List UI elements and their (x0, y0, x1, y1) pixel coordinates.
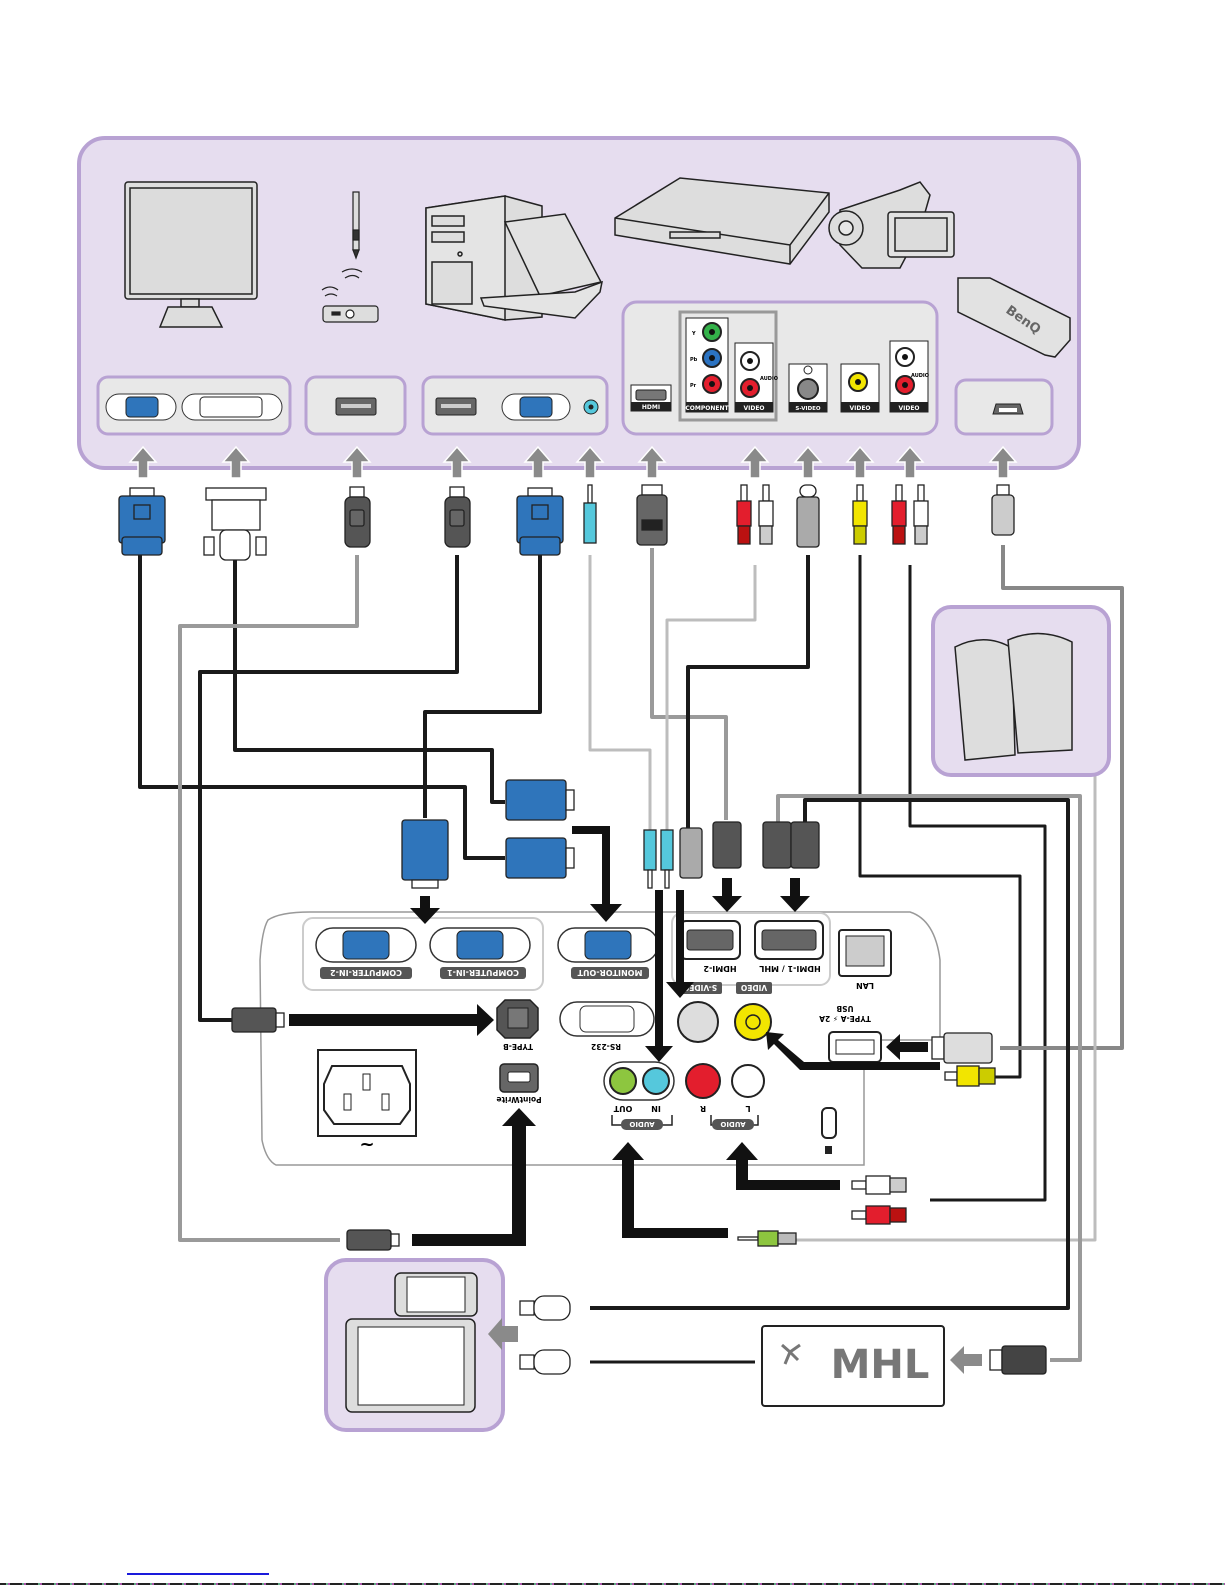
vga-connector-icon (402, 820, 448, 888)
tablet-icon (346, 1319, 475, 1412)
usb-b-plug-icon (232, 1008, 284, 1032)
svideo-connector-icon (797, 485, 819, 547)
hdmi-1-mhl-label: HDMI-1 / MHL (759, 964, 820, 973)
pointwrite-usb-port-box (306, 377, 405, 434)
video-label: VIDEO (849, 405, 870, 412)
hdmi-connector-icon (713, 822, 741, 868)
hdmi-label: HDMI (642, 404, 660, 411)
mini-usb-plug-icon (347, 1230, 399, 1250)
audio-l-label: L (745, 1104, 750, 1113)
vga-connector-icon (517, 488, 563, 555)
video-label: VIDEO (743, 405, 764, 412)
rca-plug-white-icon (852, 1176, 906, 1194)
hdmi-2-port[interactable] (680, 921, 740, 959)
speaker-icon (1008, 633, 1072, 753)
rca-plug-red-icon (852, 1206, 906, 1224)
audio-plug-icon (661, 830, 673, 888)
arrow-left-icon (950, 1346, 982, 1374)
usb-type-b-port[interactable] (497, 1000, 538, 1038)
usb-plug-icon (932, 1033, 992, 1063)
pb-label: Pb (690, 357, 698, 363)
lan-label: LAN (856, 981, 874, 990)
audio-plug-green-icon (738, 1231, 796, 1246)
video-label: VIDEO (741, 983, 767, 992)
lan-port[interactable] (839, 930, 891, 976)
s-video-port[interactable] (678, 1002, 718, 1042)
source-connectors (119, 485, 1014, 560)
power-inlet[interactable] (318, 1050, 416, 1136)
vga-connector-icon (119, 488, 165, 555)
hdmi-1-mhl-port[interactable] (755, 921, 823, 959)
audio-out-label: OUT (613, 1104, 632, 1113)
component-label: COMPONENT (685, 405, 729, 412)
usb-connector-icon (345, 487, 370, 547)
type-b-label: TYPE-B (503, 1042, 533, 1051)
rca-plug-yellow-icon (945, 1066, 995, 1086)
micro-usb-connector-icon (992, 485, 1014, 535)
mhl-adapter: MHL (762, 1326, 982, 1406)
hdmi-connector-icon (637, 485, 667, 545)
audio-label: AUDIO (911, 373, 929, 379)
audio-plug-icon (584, 485, 596, 543)
computer-port-box (423, 377, 607, 434)
computer-in-2-port[interactable] (316, 928, 416, 962)
monitor-out-port[interactable] (558, 928, 658, 962)
svideo-connector-icon (680, 828, 702, 878)
page-link[interactable] (127, 1573, 269, 1575)
usb-connector-icon (445, 487, 470, 547)
audio-group-label: AUDIO (629, 1120, 654, 1128)
usb-label: USB (836, 1004, 853, 1013)
rca-plug-yellow-icon (853, 485, 867, 544)
pointwrite-label: PointWrite (496, 1095, 541, 1104)
audio-l-port[interactable] (732, 1065, 764, 1097)
hdmi-plug-icon (990, 1346, 1046, 1374)
video-port[interactable] (735, 1004, 771, 1040)
computer-in-1-label: COMPUTER-IN-1 (447, 968, 519, 977)
rs232-label: RS-232 (591, 1042, 621, 1051)
av-port-box: HDMI COMPONENT Y Pb Pr VIDEO AUDIO S-VID… (623, 302, 937, 434)
svideo-label: S-VIDEO (795, 406, 820, 412)
rca-plug-red-icon (892, 485, 906, 544)
mhl-logo: MHL (831, 1342, 930, 1388)
speakers-panel (933, 607, 1109, 775)
smartphone-icon (395, 1273, 477, 1316)
hdmi-2-label: HDMI-2 (703, 964, 736, 973)
svideo-jack[interactable] (798, 379, 818, 399)
pr-label: Pr (690, 383, 697, 389)
monitor-port-box (98, 377, 290, 434)
dvi-connector-icon (204, 488, 266, 560)
dongle-port-box (956, 380, 1052, 434)
computer-in-2-label: COMPUTER-IN-2 (330, 968, 402, 977)
audio-out-port[interactable] (610, 1068, 636, 1094)
micro-usb-plug-icon (520, 1296, 570, 1320)
projector-rear-panel: COMPUTER-IN-2 COMPUTER-IN-1 MONITOR-OUT … (260, 912, 940, 1165)
rs232-port[interactable] (560, 1002, 654, 1036)
rca-plug-white-icon (914, 485, 928, 544)
usb-type-a-port[interactable] (829, 1032, 881, 1062)
audio-plug-icon (644, 830, 656, 888)
mobile-devices-panel (326, 1260, 518, 1430)
video-label: VIDEO (898, 405, 919, 412)
vga-connector-icon (506, 780, 574, 820)
rca-plug-white-icon (759, 485, 773, 544)
y-label: Y (691, 331, 696, 337)
hdmi-connector-icon (791, 822, 819, 868)
audio-r-port[interactable] (686, 1064, 720, 1098)
audio-group-label: AUDIO (720, 1120, 745, 1128)
micro-usb-plug-icon (520, 1350, 570, 1374)
audio-r-label: R (700, 1104, 706, 1113)
speaker-icon (955, 640, 1015, 760)
rca-plug-red-icon (737, 485, 751, 544)
power-symbol: ~ (359, 1134, 374, 1155)
hdmi-connector-icon (763, 822, 791, 868)
vga-connector-icon (506, 838, 574, 878)
usb-spec-label: TYPE-A ⚡ 2A (819, 1014, 871, 1023)
audio-in-port[interactable] (643, 1068, 669, 1094)
audio-label: AUDIO (760, 376, 778, 382)
computer-in-1-port[interactable] (430, 928, 530, 962)
audio-in-label: IN (651, 1104, 661, 1113)
monitor-out-label: MONITOR-OUT (577, 968, 642, 977)
pointwrite-port[interactable] (500, 1064, 538, 1092)
